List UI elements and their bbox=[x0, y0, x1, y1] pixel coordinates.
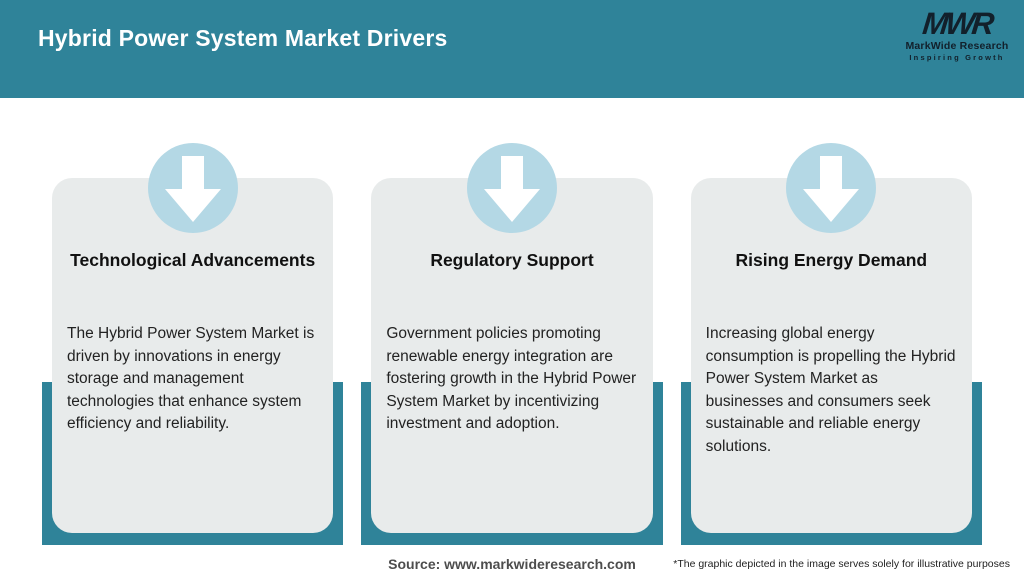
page-title: Hybrid Power System Market Drivers bbox=[38, 25, 448, 51]
disclaimer-text: *The graphic depicted in the image serve… bbox=[673, 558, 1010, 570]
driver-card-technological-advancements: Technological Advancements The Hybrid Po… bbox=[42, 143, 344, 545]
card-panel: Technological Advancements The Hybrid Po… bbox=[52, 178, 334, 533]
source-link: Source: www.markwideresearch.com bbox=[388, 556, 636, 572]
down-arrow-icon bbox=[147, 143, 238, 233]
markwide-research-logo: MWR MarkWide Research Inspiring Growth bbox=[902, 6, 1012, 62]
driver-card-regulatory-support: Regulatory Support Government policies p… bbox=[361, 143, 663, 545]
card-description: Increasing global energy consumption is … bbox=[705, 325, 956, 455]
logo-name: MarkWide Research bbox=[905, 40, 1009, 52]
card-panel: Regulatory Support Government policies p… bbox=[371, 178, 653, 533]
logo-monogram: MWR bbox=[920, 6, 994, 41]
down-arrow-icon bbox=[786, 143, 877, 233]
down-arrow-icon bbox=[466, 143, 557, 233]
driver-card-rising-energy-demand: Rising Energy Demand Increasing global e… bbox=[680, 143, 982, 545]
card-description: Government policies promoting renewable … bbox=[386, 325, 637, 432]
header-bar: Hybrid Power System Market Drivers MWR M… bbox=[0, 0, 1024, 98]
card-panel: Rising Energy Demand Increasing global e… bbox=[690, 178, 972, 533]
logo-tagline: Inspiring Growth bbox=[909, 52, 1005, 62]
card-title: Rising Energy Demand bbox=[735, 250, 928, 270]
card-description: The Hybrid Power System Market is driven… bbox=[67, 325, 315, 432]
card-title: Technological Advancements bbox=[70, 250, 316, 270]
driver-cards: Technological Advancements The Hybrid Po… bbox=[42, 143, 982, 545]
card-title: Regulatory Support bbox=[430, 250, 594, 270]
